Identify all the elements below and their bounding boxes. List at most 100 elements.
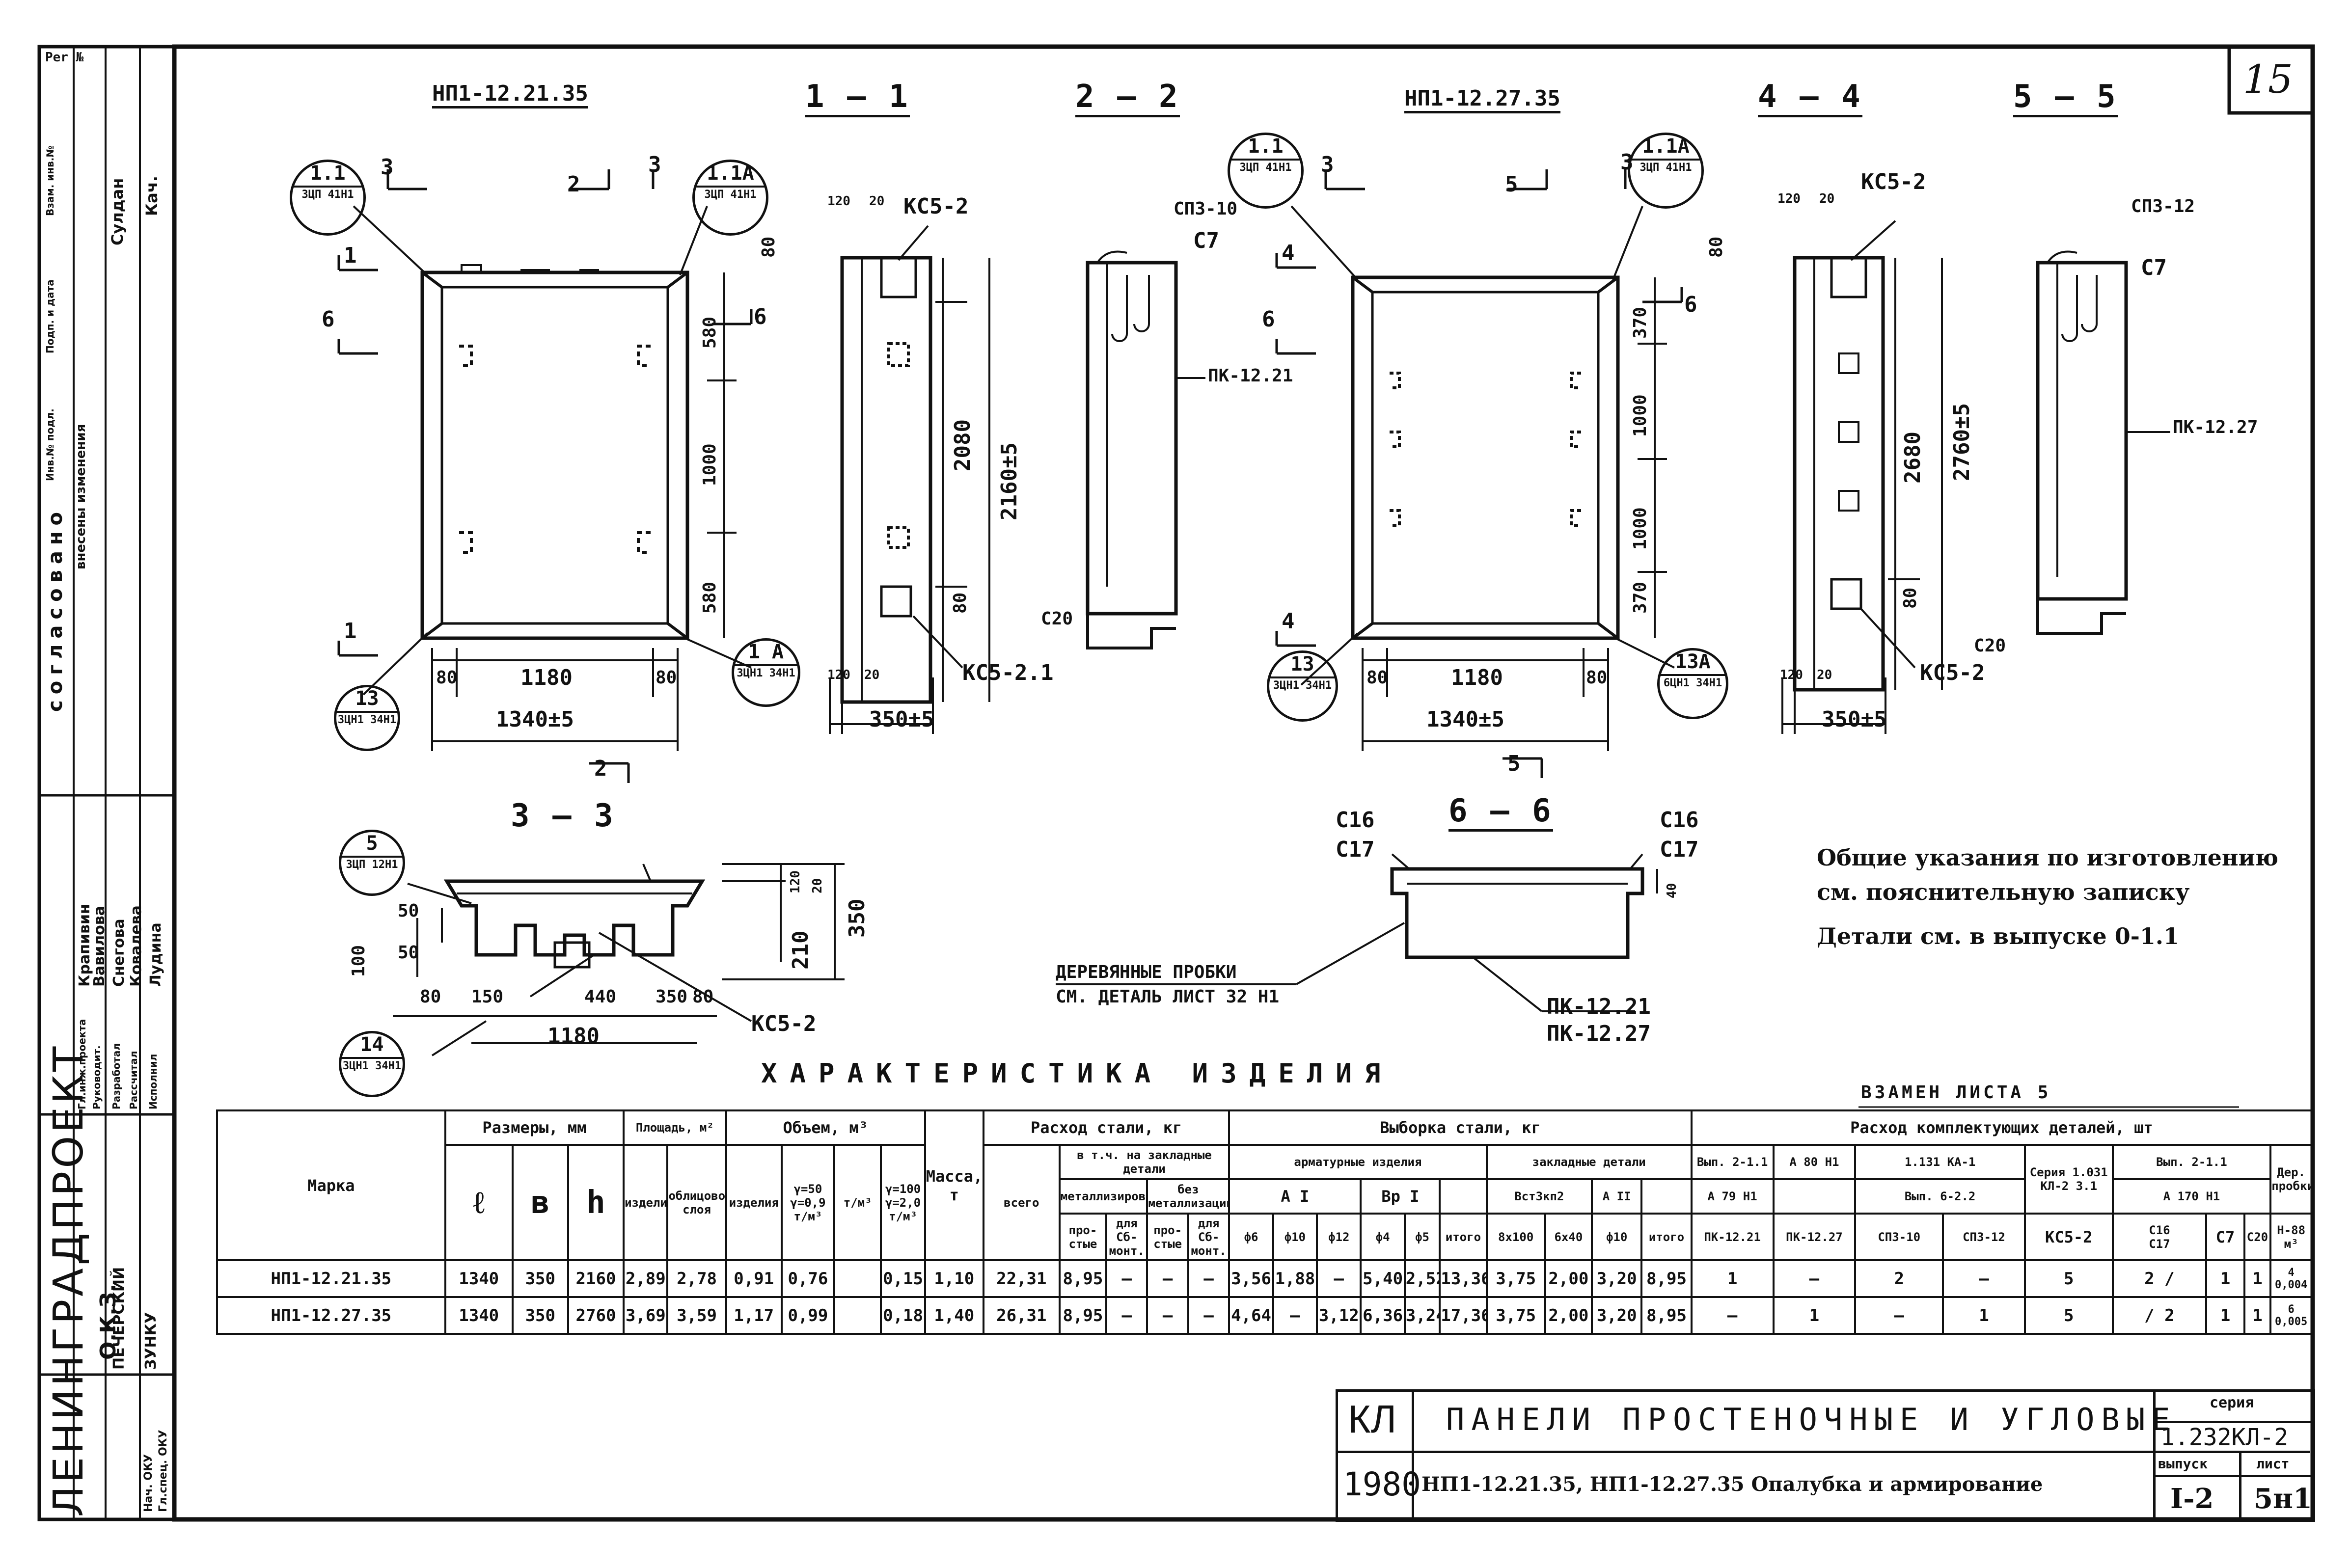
sec33-dim-80-a: 80 <box>420 987 441 1007</box>
th-v21-a: А 79 Н1 <box>1690 1178 1775 1215</box>
th-steel-met: металлизированные <box>1058 1178 1148 1215</box>
cut-mark-b-3: 3 <box>1620 150 1634 175</box>
sec44-dim-120: 120 <box>1777 191 1801 206</box>
person-role-5: Исполнил <box>147 1054 159 1109</box>
sec11-dim-120: 120 <box>827 194 850 209</box>
th-vol-3: т/м³ <box>833 1144 882 1261</box>
sec33-dim-210: 210 <box>788 930 813 970</box>
sec33-dim-350: 350 <box>845 898 870 938</box>
sec33-dim-150: 150 <box>471 987 504 1007</box>
cut-mark-a-2: 2 <box>567 172 580 197</box>
table-row: НП1-12.21.35 1340 350 2160 2,89 2,78 0,9… <box>216 1259 2313 1298</box>
tb-title: ПАНЕЛИ ПРОСТЕНОЧНЫЕ И УГЛОВЫЕ <box>1446 1402 2177 1437</box>
th-6x40: 6х40 <box>1544 1213 1593 1261</box>
strip-col-2: Подп. и дата <box>44 279 56 353</box>
th-mark: Марка <box>216 1109 446 1261</box>
sec11-dim-2160: 2160±5 <box>997 442 1022 520</box>
panel-b-dim-inner: 1180 <box>1451 665 1503 690</box>
sec11-mark-bottom: КС5-2.1 <box>962 660 1054 685</box>
th-pk-21: ПК-12.21 <box>1690 1213 1775 1261</box>
sec66-pk-2: ПК-12.27 <box>1547 1021 1651 1046</box>
th-parts: Расход комплектующих деталей, шт <box>1690 1109 2313 1146</box>
th-d4: ф4 <box>1360 1213 1406 1261</box>
sec33-dim-440: 440 <box>584 987 617 1007</box>
panel-b-dim-370-bottom: 370 <box>1630 581 1650 614</box>
th-mass: Масса, т <box>924 1109 984 1261</box>
th-selection: Выборка стали, кг <box>1228 1109 1693 1146</box>
th-v21: Вып. 2-1.1 <box>1690 1144 1775 1180</box>
th-l: ℓ <box>444 1144 514 1261</box>
sec33-mark: КС5-2 <box>751 1011 817 1036</box>
tb-sheet: 5н1 <box>2254 1483 2312 1515</box>
cut-mark-a-4: 1 <box>344 243 357 268</box>
sheet-number: 15 <box>2243 56 2293 102</box>
section-5-5-title: 5 — 5 <box>2013 79 2118 117</box>
th-b: в <box>511 1144 569 1261</box>
th-steel-emb: в т.ч. на закладные детали <box>1058 1144 1230 1180</box>
tb-issue: I-2 <box>2170 1483 2214 1515</box>
th-d5: ф5 <box>1403 1213 1441 1261</box>
sheet-number-box <box>2227 45 2315 115</box>
sec44-dim-2760: 2760±5 <box>1949 403 1974 481</box>
tb-series-label: серия <box>2210 1394 2254 1411</box>
cut-mark-b-2: 5 <box>1505 172 1518 197</box>
sec44-dim-80-bottom: 80 <box>1900 587 1920 609</box>
sec66-c17-right: С17 <box>1660 837 1699 862</box>
spec-table: Марка Размеры, мм Площадь, м² Объем, м³ … <box>216 1109 2313 1335</box>
sec33-dim-50-b: 50 <box>398 943 419 963</box>
checked-1: Нач. ОКУ <box>142 1454 155 1512</box>
sec44-dim-20-bottom: 20 <box>1817 668 1832 682</box>
stamp-organization: ЛЕНИНГРАДПРОЕКТ <box>44 1043 92 1517</box>
th-c20: С20 <box>2243 1213 2272 1261</box>
tb-year: 1980 <box>1343 1465 1421 1503</box>
panel-b-dim-1000-b: 1000 <box>1630 507 1650 550</box>
sec11-dim-350: 350±5 <box>869 707 934 732</box>
panel-b-elevation <box>1275 169 1683 778</box>
th-v21-c: Вып. 2-1.1 <box>2111 1144 2272 1180</box>
th-steel-b: для Сб- монт. <box>1105 1213 1148 1261</box>
th-sp3-12: СП3-12 <box>1942 1213 2026 1261</box>
th-steel-nomet: без металлизации <box>1146 1178 1230 1215</box>
sec22-mark-4: С20 <box>1041 609 1073 629</box>
th-131: 1.131 КА-1 <box>1854 1144 2026 1180</box>
table-title: ХАРАКТЕРИСТИКА ИЗДЕЛИЯ <box>761 1058 1394 1089</box>
th-sp3-10: СП3-10 <box>1854 1213 1944 1261</box>
section-2-2-title: 2 — 2 <box>1075 79 1180 117</box>
th-area-1: изделия <box>623 1144 669 1261</box>
th-series: Серия 1.031 КЛ-2 3.1 <box>2023 1144 2114 1215</box>
sec11-dim-120-bottom: 120 <box>827 668 850 682</box>
lower-name-2: ЗУНКУ <box>142 1312 160 1370</box>
sec33-dim-100: 100 <box>349 945 369 977</box>
th-area: Площадь, м² <box>623 1109 727 1146</box>
checked-2: Гл.спец. ОКУ <box>157 1430 169 1512</box>
panel-b-title: НП1-12.27.35 <box>1404 86 1560 113</box>
th-volume: Объем, м³ <box>725 1109 926 1146</box>
th-d12: ф12 <box>1316 1213 1362 1261</box>
tb-series: 1.232КЛ-2 <box>2160 1424 2289 1451</box>
sec66-c16-right: С16 <box>1660 808 1699 833</box>
sec33-dim-1180: 1180 <box>547 1024 600 1049</box>
revision-name-1: Сулдан <box>108 178 127 245</box>
tb-issue-label: выпуск <box>2158 1456 2208 1472</box>
th-der: Дер. пробки <box>2269 1144 2313 1215</box>
panel-b-dim-outer: 1340±5 <box>1426 707 1504 732</box>
sec44-dim-80-top: 80 <box>1706 236 1726 258</box>
section-2-2 <box>1086 250 1205 649</box>
panel-a-title: НП1-12.21.35 <box>432 81 588 108</box>
sec55-mark-1: СП3-12 <box>2131 196 2195 216</box>
lower-name-1: ПЕЧЕРСКИЙ <box>110 1267 128 1370</box>
sec11-dim-80-bottom: 80 <box>950 592 970 614</box>
sec44-dim-2680: 2680 <box>1900 432 1925 484</box>
person-name-3: Снегова <box>110 919 128 987</box>
section-6-6-title: 6 — 6 <box>1448 793 1553 832</box>
person-role-1: Гл.инж.проекта <box>76 1019 88 1109</box>
strip-col-3: Взам. инв.№ <box>44 145 56 216</box>
section-3-3 <box>393 863 845 1056</box>
th-der-c: Н-88 м³ <box>2269 1213 2313 1261</box>
